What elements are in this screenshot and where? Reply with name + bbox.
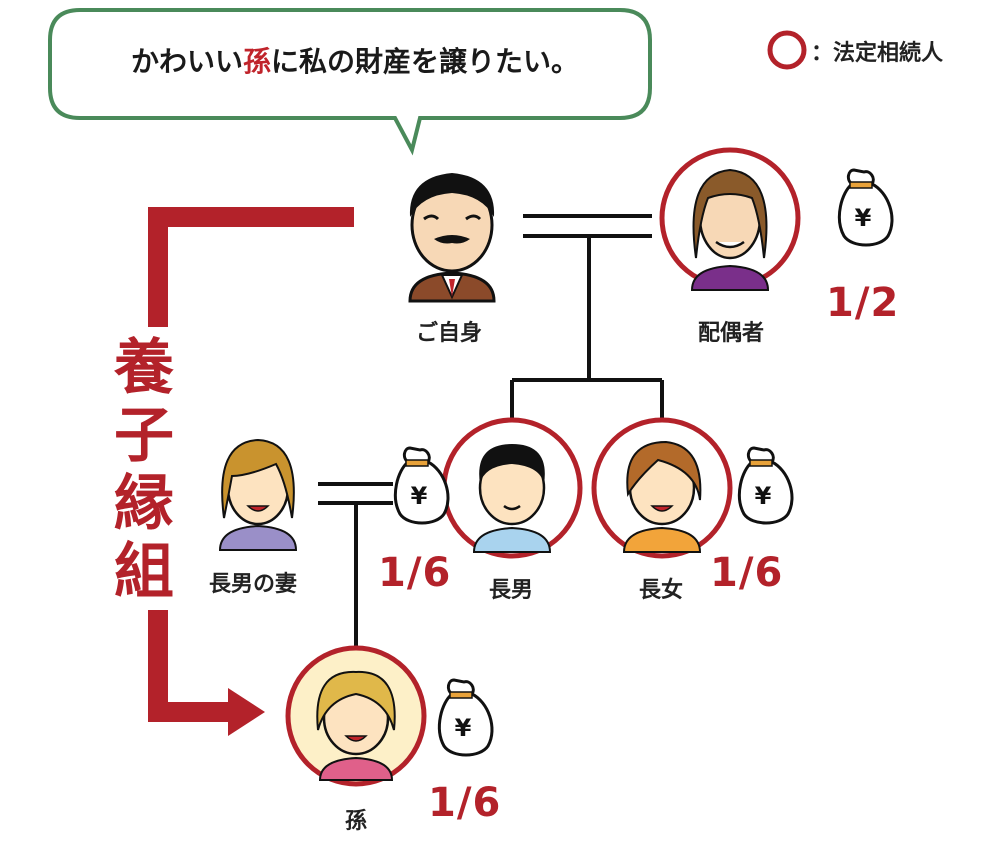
grandchild-figure bbox=[285, 645, 427, 787]
eldest-son-figure bbox=[441, 417, 583, 559]
speech-bubble-text: かわいい孫に私の財産を譲りたい。 bbox=[130, 45, 580, 78]
spouse-share: 1/2 bbox=[826, 280, 900, 326]
eldest-son-wife-label: 長男の妻 bbox=[209, 572, 298, 597]
adoption-arrow bbox=[148, 207, 354, 736]
family-lines bbox=[318, 214, 664, 648]
self-label: ご自身 bbox=[416, 321, 483, 346]
eldest-daughter-label: 長女 bbox=[639, 578, 684, 603]
eldest-son-share: 1/6 bbox=[378, 550, 452, 596]
grandchild-label: 孫 bbox=[345, 809, 368, 834]
speech-bubble bbox=[48, 8, 652, 156]
eldest-daughter-figure bbox=[591, 417, 733, 559]
grandchild-share: 1/6 bbox=[428, 780, 502, 826]
eldest-son-label: 長男 bbox=[489, 578, 534, 603]
eldest-son-wife-figure bbox=[218, 438, 298, 551]
self-figure bbox=[408, 173, 496, 303]
legend-heir-circle bbox=[767, 30, 807, 70]
spouse-figure bbox=[659, 147, 801, 291]
highlight-grandchild: 孫 bbox=[242, 45, 271, 78]
moneybag-icon bbox=[737, 446, 794, 525]
spouse-label: 配偶者 bbox=[698, 321, 765, 346]
moneybag-icon bbox=[393, 446, 450, 525]
adoption-label: 養 子 縁 組 bbox=[114, 333, 174, 607]
eldest-daughter-share: 1/6 bbox=[710, 550, 784, 596]
legend-label: ：法定相続人 bbox=[811, 41, 944, 66]
moneybag-icon bbox=[837, 168, 894, 247]
moneybag-icon bbox=[437, 678, 494, 757]
